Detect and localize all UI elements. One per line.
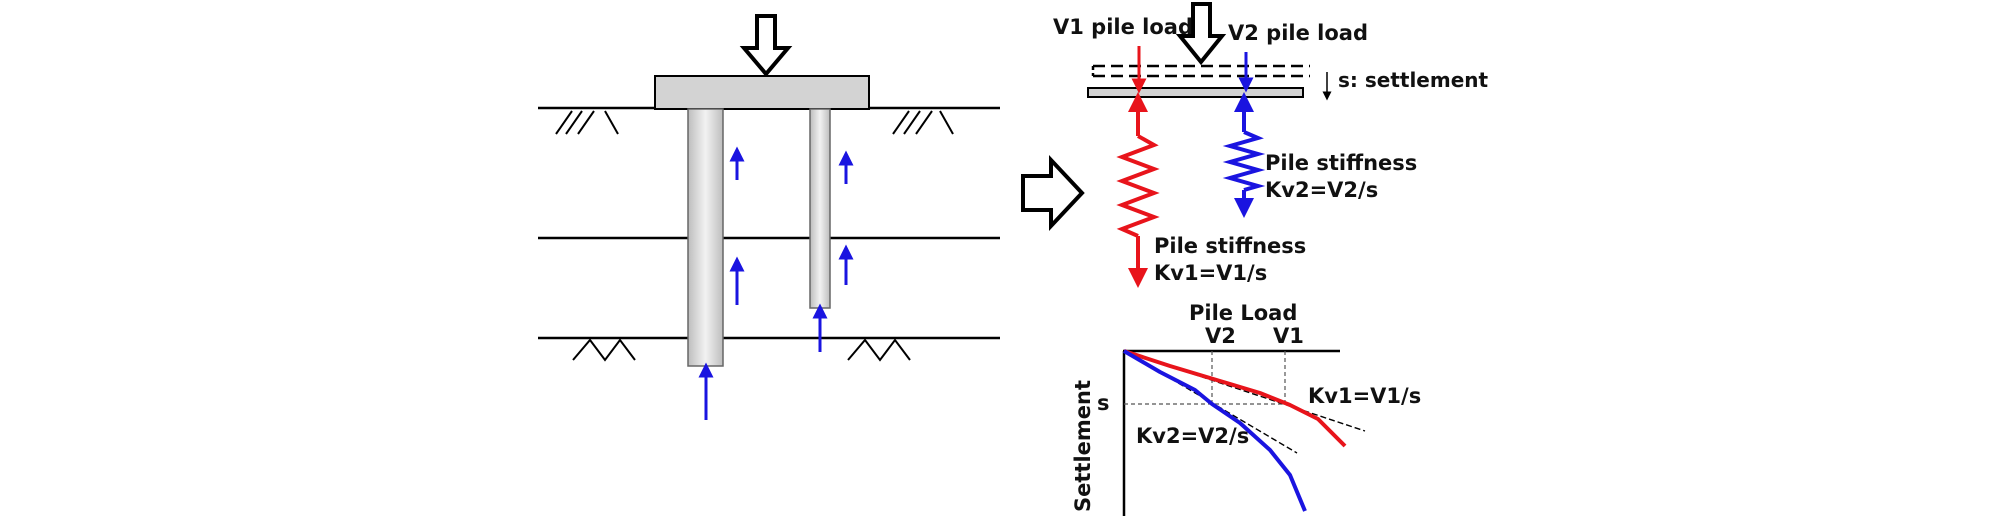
small-pile: [809, 108, 831, 309]
spring-model: V1 pile load V2 pile load s: settlement …: [1053, 2, 1489, 288]
rock-mark-right: [847, 338, 911, 362]
v2-spring: [1222, 130, 1266, 192]
end-bearing-arrows: [698, 303, 828, 420]
pile-stiffness-v2-formula: Kv2=V2/s: [1265, 178, 1378, 202]
v2-load-settlement-curve: [1122, 349, 1307, 512]
skin-friction-arrows: [729, 146, 854, 305]
graph-label-kv1: Kv1=V1/s: [1308, 384, 1421, 408]
pile-cap: [654, 75, 870, 110]
soil-hatch-left: [555, 110, 619, 135]
applied-load-arrow: [739, 14, 793, 78]
v1-load-settlement-curve: [1123, 349, 1347, 448]
graph-tick-v2: V2: [1205, 324, 1236, 348]
pile-stiffness-v1-title: Pile stiffness: [1154, 234, 1306, 258]
v1-pile-load-label: V1 pile load: [1053, 15, 1193, 39]
kv1-secant-line: [1123, 350, 1366, 432]
large-pile: [687, 108, 724, 367]
graph-x-title: Pile Load: [1189, 301, 1297, 325]
v1-spring: [1116, 134, 1160, 238]
soil-hatch-right: [892, 110, 954, 135]
v2-pile-load-label: V2 pile load: [1228, 21, 1368, 45]
rock-mark-left: [572, 338, 636, 362]
graph-tick-v1: V1: [1273, 324, 1304, 348]
load-settlement-graph: Pile Load V2 V1 s Kv1=V1/s Kv2=V2/s Sett…: [1071, 301, 1421, 516]
pile-stiffness-v2-title: Pile stiffness: [1265, 151, 1417, 175]
graph-y-tick-s: s: [1097, 391, 1110, 415]
graph-y-title: Settlement: [1071, 380, 1095, 512]
model-applied-load-arrow: [1175, 2, 1227, 66]
pile-group-section: [538, 14, 1000, 420]
transition-arrow-icon: [1021, 154, 1085, 232]
pile-stiffness-v1-formula: Kv1=V1/s: [1154, 261, 1267, 285]
graph-label-kv2: Kv2=V2/s: [1136, 424, 1249, 448]
model-pile-cap: [1087, 87, 1304, 98]
settlement-note: s: settlement: [1338, 68, 1489, 92]
